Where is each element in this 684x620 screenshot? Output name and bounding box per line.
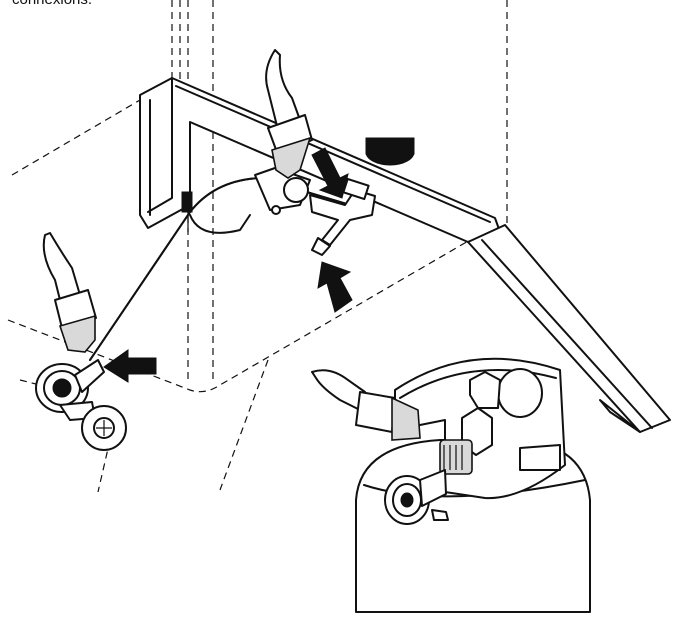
tank-valve-regulator	[384, 371, 501, 525]
arrow-valve-bottom	[317, 261, 353, 313]
soap-brush-tank	[311, 369, 421, 441]
side-burner-regulator	[35, 359, 127, 451]
grill-frame	[139, 77, 671, 433]
soap-brush-top	[265, 49, 313, 179]
phantom-cabinet-outline	[7, 0, 508, 493]
gas-valve-assembly	[254, 167, 376, 256]
arrow-valve-top	[311, 147, 349, 199]
soap-brush-left	[42, 232, 97, 353]
arrow-regulator	[103, 349, 157, 383]
caption-text: connexions.	[12, 0, 92, 8]
